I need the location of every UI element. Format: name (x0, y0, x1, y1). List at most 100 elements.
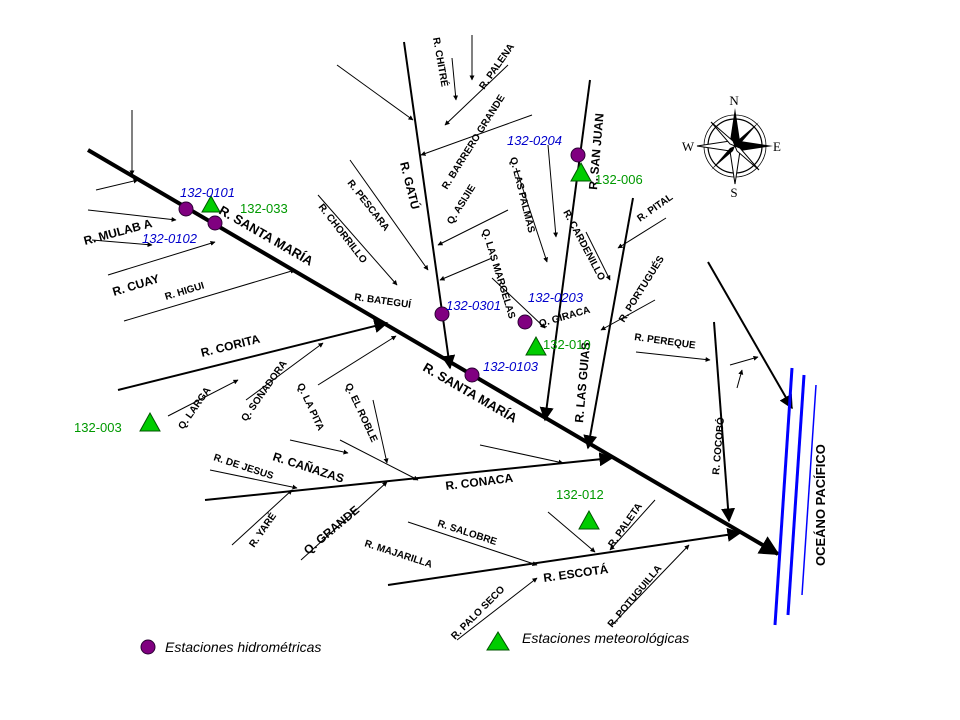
label-q-el-roble: Q. EL ROBLE (342, 382, 379, 445)
river-line-q-grande (300, 481, 388, 561)
legend-hydro-label: Estaciones hidrométricas (165, 639, 321, 655)
river-line-de-jesus (209, 469, 298, 490)
river-line-potuguilla (611, 544, 690, 626)
code-meteo-132-006: 132-006 (595, 172, 643, 187)
hydro-station-132-0301[interactable] (434, 306, 450, 322)
code-hydro-132-0204: 132-0204 (507, 133, 562, 148)
river-line-conaca (479, 444, 564, 465)
label-q-las-palmas: Q. LAS PALMAS (507, 156, 537, 234)
hydro-station-132-0203[interactable] (517, 314, 533, 330)
river-line-salobre (407, 521, 538, 566)
river-line-chorrillo (317, 194, 398, 286)
river-line-paleta (547, 511, 596, 553)
label-potuguilla: R. POTUGUILLA (606, 563, 664, 630)
code-meteo-132-012: 132-012 (556, 487, 604, 502)
meteo-station-markers (139, 161, 600, 530)
river-line-q-sonadora-2 (317, 335, 397, 386)
code-meteo-132-003: 132-003 (74, 420, 122, 435)
compass-e: E (773, 139, 781, 154)
river-line-canazas (204, 452, 614, 501)
river-line-palo-seco (456, 577, 538, 641)
code-meteo-132-010: 132-010 (543, 337, 591, 352)
minor-tributaries (87, 35, 759, 641)
river-line-cardenillo-2 (585, 231, 611, 281)
hydro-station-132-0102[interactable] (207, 215, 223, 231)
label-las-guias: R. LAS GUIAS (572, 342, 593, 424)
river-line-barrero-grande (420, 114, 533, 156)
label-q-la-pita: Q. LA PITA (294, 382, 326, 433)
ocean-coastline (773, 367, 806, 626)
code-hydro-132-0103: 132-0103 (483, 359, 539, 374)
river-line-escota (387, 527, 742, 586)
river-line-corita (117, 319, 389, 391)
river-line-mulaba-2 (87, 209, 177, 222)
river-line-coastal-2 (736, 369, 744, 389)
label-yare: R. YARÉ (246, 510, 279, 550)
river-line-q-larga (167, 379, 239, 417)
river-line-pescara (349, 159, 429, 271)
compass-w: W (682, 139, 695, 154)
river-line-pereque (635, 351, 711, 363)
compass-s: S (730, 185, 737, 200)
river-line-paleta-2 (609, 499, 656, 551)
river-line-pital (617, 217, 667, 249)
river-line-q-asijie (437, 209, 509, 246)
label-palena: R. PALENA (477, 42, 516, 92)
label-q-giraca: Q. GIRACA (538, 305, 592, 330)
label-escota: R. ESCOTÁ (542, 561, 609, 585)
code-hydro-132-0102: 132-0102 (142, 231, 198, 246)
legend: Estaciones hidrométricas Estaciones mete… (140, 630, 689, 655)
river-line-higui (123, 268, 296, 322)
river-line-coastal-1 (729, 355, 759, 366)
river-line-pacific-channel (707, 261, 793, 410)
river-line-cardenillo (547, 144, 559, 238)
label-de-jesus: R. DE JESUS (212, 452, 275, 482)
label-barrero-grande: R. BARRERO GRANDE (440, 93, 508, 192)
river-line-chitre (451, 57, 459, 101)
label-paleta: R. PALETA (606, 501, 644, 549)
compass-n: N (729, 93, 739, 108)
label-pital: R. PITAL (635, 192, 675, 224)
river-line-q-la-pita (289, 439, 349, 455)
meteo-station-132-003[interactable] (139, 411, 161, 432)
river-line-san-juan (539, 79, 591, 422)
label-ocean: OCEÁNO PACÍFICO (813, 444, 828, 566)
river-line-cocobo (713, 321, 736, 523)
river-line-mulaba (95, 178, 139, 191)
compass-rose-icon: N S E W (682, 93, 781, 200)
river-line-top-center (336, 64, 414, 121)
code-meteo-132-033: 132-033 (240, 201, 288, 216)
hydro-station-132-0204[interactable] (570, 147, 586, 163)
meteo-station-132-033[interactable] (201, 194, 221, 213)
meteo-station-132-012[interactable] (578, 509, 600, 530)
label-portugues: R. PORTUGUÉS (616, 253, 668, 325)
label-cuay: R. CUAY (111, 271, 161, 298)
meteo-station-132-006[interactable] (570, 161, 592, 182)
river-line-las-guias (583, 197, 634, 450)
legend-meteo-marker (486, 631, 510, 651)
legend-meteo-label: Estaciones meteorológicas (522, 630, 689, 646)
label-chitre: R. CHITRÉ (430, 36, 452, 88)
label-pescara: R. PESCARA (345, 178, 392, 233)
label-salobre: R. SALOBRE (436, 518, 498, 548)
label-canazas: R. CAÑAZAS (271, 449, 346, 486)
label-q-grande: Q. GRANDE (301, 503, 362, 557)
river-line-yare (231, 489, 293, 546)
hydro-station-132-0103[interactable] (464, 367, 480, 383)
river-line-q-el-roble-2 (372, 399, 389, 464)
code-hydro-132-0301: 132-0301 (446, 298, 501, 313)
hydro-station-132-0101[interactable] (178, 201, 194, 217)
river-line-santa-maria (86, 148, 780, 556)
label-bategui: R. BATEGUÍ (354, 290, 413, 311)
label-gatu: R. GATÚ (397, 160, 423, 211)
code-hydro-132-0203: 132-0203 (528, 290, 584, 305)
river-line-q-sonadora (245, 342, 324, 401)
meteo-station-132-010[interactable] (525, 335, 547, 356)
river-line-q-las-margelas (439, 257, 493, 281)
hydro-station-markers (178, 147, 586, 383)
river-line-q-el-roble (339, 439, 419, 481)
river-line-palena-2 (444, 64, 509, 126)
legend-hydro-marker (140, 639, 156, 655)
code-hydro-132-0101: 132-0101 (180, 185, 235, 200)
